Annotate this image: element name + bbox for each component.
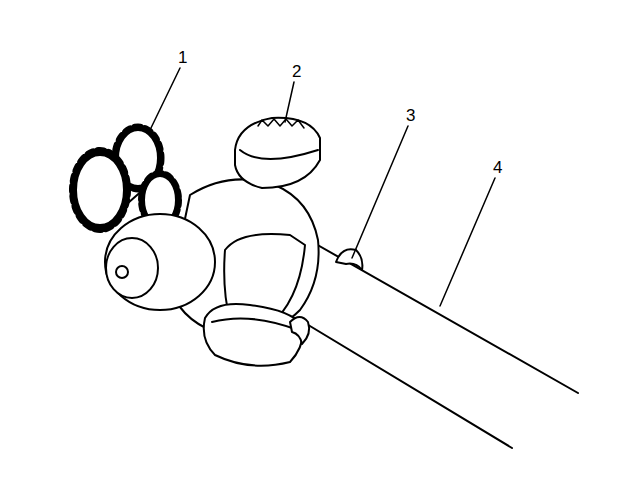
- gear-teeth: [74, 152, 126, 228]
- shaft-edge: [300, 320, 512, 448]
- bearing-cap: [235, 118, 320, 188]
- shaft-edge: [300, 235, 578, 393]
- leader-line: [150, 68, 180, 130]
- callout-number: 2: [290, 62, 303, 81]
- shaft-fill: [300, 235, 578, 448]
- leader-line: [440, 178, 495, 306]
- gear: [76, 155, 124, 225]
- callout-number: 4: [491, 158, 504, 177]
- bearing-cap-edge: [212, 318, 298, 330]
- front-cap-boss: [106, 238, 158, 298]
- bearing-rollers: [258, 119, 304, 128]
- snap-ring: [336, 249, 362, 270]
- snap-ring: [290, 317, 309, 344]
- front-cap: [105, 214, 215, 310]
- callout-number: 3: [404, 106, 417, 125]
- bearing-cap: [204, 304, 303, 366]
- center-hole: [116, 266, 128, 278]
- leader-line: [285, 82, 294, 122]
- leader-line: [352, 126, 408, 258]
- callout-number: 1: [176, 48, 189, 67]
- bearing-cap-edge: [240, 150, 318, 159]
